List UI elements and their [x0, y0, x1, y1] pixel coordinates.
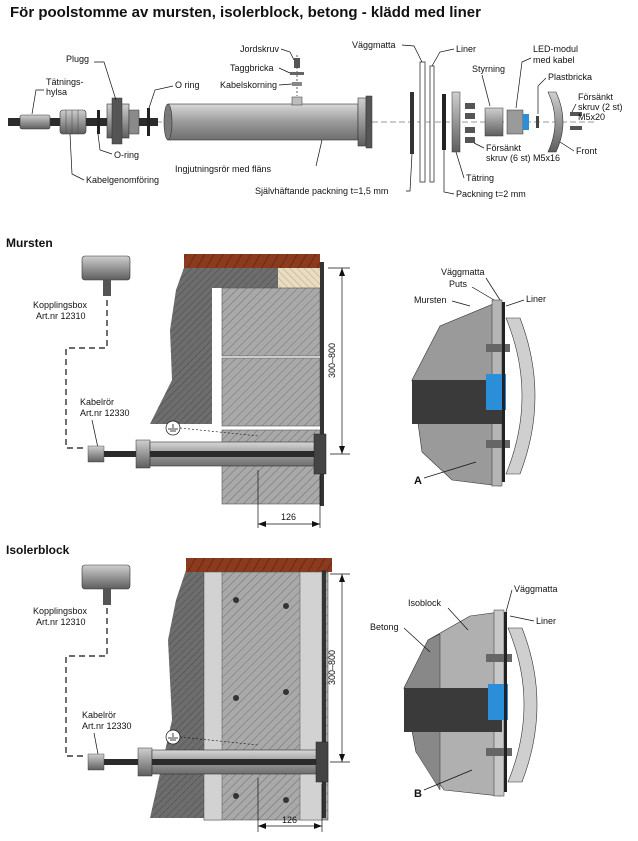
dimension-width-mursten [257, 470, 321, 528]
isolerblock-box-label-2: Art.nr 12310 [36, 617, 86, 627]
detail-a-mursten: Mursten [414, 295, 447, 305]
mursten-pipe [87, 433, 327, 475]
section-heading-mursten: Mursten [6, 236, 53, 250]
junction-box-mursten [81, 255, 131, 296]
detail-a [411, 299, 536, 487]
label-oring-top: O ring [175, 80, 200, 90]
label-tatningshylsa-2: hylsa [46, 87, 67, 97]
label-forsankt2-2: skruv (2 st) [578, 102, 623, 112]
label-styrning: Styrning [472, 64, 505, 74]
isolerblock-box-label-1: Kopplingsbox [33, 606, 88, 616]
mursten-section: Kopplingsbox Art.nr 12310 Kabelrör Art.n… [33, 254, 546, 528]
detail-a-puts: Puts [449, 279, 468, 289]
mursten-box-label-2: Art.nr 12310 [36, 311, 86, 321]
led-module [506, 109, 529, 135]
junction-box-isolerblock [81, 564, 131, 605]
label-oring-bottom: O-ring [114, 150, 139, 160]
sealing-sleeve [19, 114, 51, 130]
label-plugg: Plugg [66, 54, 89, 64]
page-title: För poolstomme av mursten, isolerblock, … [10, 4, 481, 21]
wall-mat [419, 61, 426, 183]
o-ring-left [97, 110, 100, 134]
front-cover [547, 91, 564, 153]
label-packning-15: Självhäftande packning t=1,5 mm [255, 186, 388, 196]
exploded-labels: Tätnings- hylsa Plugg O ring O-ring Kabe… [31, 40, 623, 199]
isolerblock-kabelror-2: Art.nr 12330 [82, 721, 132, 731]
isolerblock-kabelror-1: Kabelrör [82, 710, 116, 720]
exploded-assembly [8, 55, 595, 183]
plug [106, 97, 140, 145]
mursten-dim-height: 300–800 [327, 343, 337, 378]
label-front: Front [576, 146, 598, 156]
guide [484, 107, 504, 137]
label-forsankt2-1: Försänkt [578, 92, 614, 102]
mursten-kabelror-2: Art.nr 12330 [80, 408, 130, 418]
label-taggbricka: Taggbricka [230, 63, 274, 73]
mursten-dim-width: 126 [281, 512, 296, 522]
liner [429, 65, 435, 183]
label-tatningshylsa-1: Tätnings- [46, 77, 84, 87]
section-heading-isolerblock: Isolerblock [6, 543, 70, 557]
mursten-box-label-1: Kopplingsbox [33, 300, 88, 310]
ground-icon-2 [165, 729, 259, 746]
dimension-height-mursten [328, 267, 350, 455]
coping-brick-isolerblock [186, 558, 332, 572]
label-forsankt2-3: M5x20 [578, 112, 605, 122]
mursten-wall [150, 254, 324, 506]
label-forsankt6-2: skruv (6 st) M5x16 [486, 153, 560, 163]
gasket-2mm [442, 94, 446, 150]
dimension-height-isolerblock [330, 573, 350, 763]
label-plastbricka: Plastbricka [548, 72, 592, 82]
detail-b-marker: B [414, 788, 422, 800]
isolerblock-pipe [87, 741, 329, 783]
detail-a-vaggmatta: Väggmatta [441, 267, 485, 277]
label-led-1: LED-modul [533, 44, 578, 54]
detail-a-liner: Liner [526, 294, 546, 304]
label-tatring: Tätring [466, 173, 494, 183]
label-kabelgenomforing: Kabelgenomföring [86, 175, 159, 185]
ground-icon [165, 420, 259, 437]
label-ingjutningsror: Ingjutningsrör med fläns [175, 164, 272, 174]
detail-b-vaggmatta: Väggmatta [514, 584, 558, 594]
ground-screw-stack [290, 55, 304, 96]
label-packning-2: Packning t=2 mm [456, 189, 526, 199]
screws-6 [465, 103, 475, 143]
gasket-1-5mm [410, 92, 414, 154]
isolerblock-dim-width: 126 [282, 815, 297, 825]
isolerblock-dim-height: 300–800 [327, 650, 337, 685]
o-ring-right [147, 108, 150, 136]
detail-b [403, 609, 538, 797]
label-forsankt6-1: Försänkt [486, 143, 522, 153]
detail-a-marker: A [414, 475, 422, 487]
label-liner: Liner [456, 44, 476, 54]
embedding-pipe [163, 95, 373, 149]
cable-gland [59, 109, 87, 135]
label-led-2: med kabel [533, 55, 575, 65]
label-kabelskorning: Kabelskorning [220, 80, 277, 90]
coping-brick-mursten [184, 254, 320, 268]
isolerblock-section: Kopplingsbox Art.nr 12310 Kabelrör Art.n… [33, 558, 558, 832]
detail-b-isoblock: Isoblock [408, 598, 442, 608]
isolerblock-wall [150, 558, 332, 821]
screws-2 [570, 112, 582, 130]
detail-b-liner: Liner [536, 616, 556, 626]
sealing-ring [451, 91, 461, 153]
mursten-kabelror-1: Kabelrör [80, 397, 114, 407]
dimension-width-isolerblock [257, 778, 323, 832]
plastic-washer [536, 116, 539, 128]
label-jordskruv: Jordskruv [240, 44, 280, 54]
detail-b-betong: Betong [370, 622, 399, 632]
label-vaggmatta: Väggmatta [352, 40, 396, 50]
